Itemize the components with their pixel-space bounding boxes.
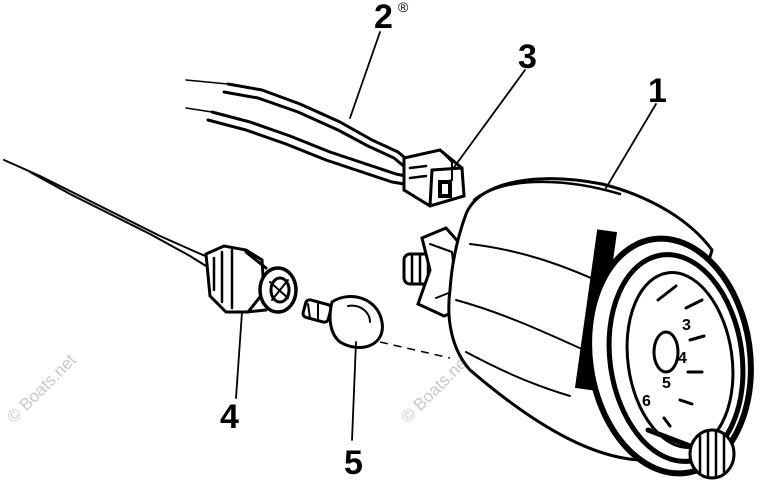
connector-plug (402, 148, 466, 208)
callout-4: 4 (220, 398, 239, 436)
watermark-left: © Boats.net (3, 350, 80, 427)
bulb-socket (204, 244, 298, 314)
gauge-face: 3 4 5 6 (586, 235, 754, 477)
wire-harness (185, 79, 412, 186)
dial-number-6: 6 (642, 393, 651, 410)
leader-lines (235, 31, 657, 441)
registered-mark: ® (398, 0, 409, 15)
reset-knob (645, 427, 736, 480)
socket-lead-wire (3, 159, 211, 267)
callout-3: 3 (518, 38, 537, 76)
assembly-line (379, 341, 451, 359)
callout-1: 1 (648, 72, 667, 110)
dial-number-4: 4 (678, 350, 687, 367)
bulb (301, 295, 384, 349)
dial-number-5: 5 (662, 375, 671, 392)
callout-5: 5 (344, 444, 363, 482)
callout-2: 2 (374, 0, 393, 36)
dial-number-3: 3 (682, 317, 691, 334)
